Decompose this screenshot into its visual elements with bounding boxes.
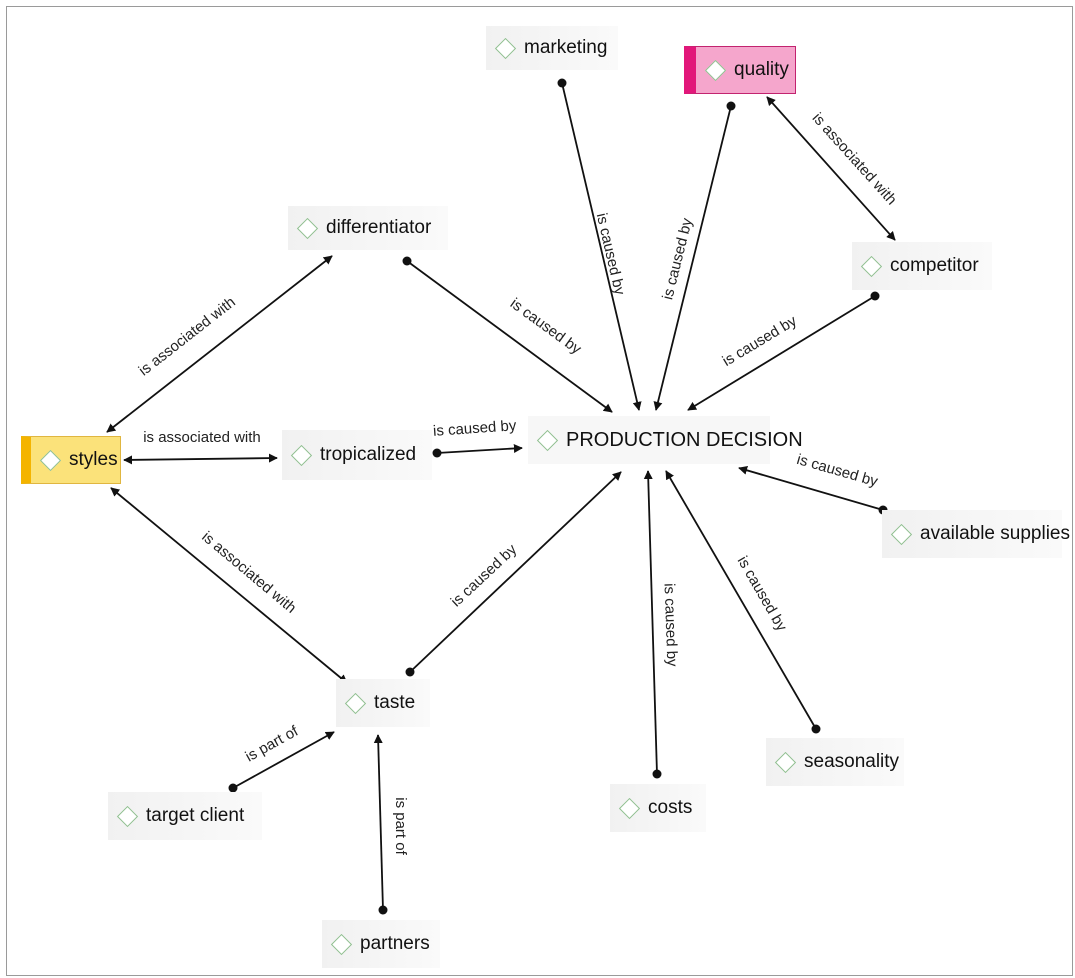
node-label: tropicalized (320, 444, 417, 465)
node-marketing[interactable]: marketing (486, 26, 618, 70)
concept-icon (774, 751, 797, 773)
node-differentiator[interactable]: differentiator (288, 206, 448, 250)
edge-label: is caused by (661, 583, 681, 667)
node-label: taste (374, 692, 416, 713)
node-partners[interactable]: partners (322, 920, 440, 968)
edge-label: is caused by (659, 216, 696, 302)
concept-icon (296, 217, 319, 239)
node-seasonality[interactable]: seasonality (766, 738, 904, 786)
edge-seasonality-production[interactable]: is caused by (665, 470, 821, 734)
node-label: costs (648, 797, 693, 818)
concept-icon (39, 449, 62, 471)
node-label: marketing (524, 37, 608, 58)
edge-label: is caused by (593, 211, 628, 297)
concept-icon (536, 429, 559, 451)
node-production-decision[interactable]: PRODUCTION DECISION (528, 416, 803, 464)
node-label: styles (69, 449, 118, 470)
concept-icon (494, 37, 517, 59)
edge-label: is caused by (734, 553, 791, 634)
node-label: PRODUCTION DECISION (566, 428, 803, 451)
edge-competitor-production[interactable]: is caused by (687, 291, 880, 411)
edge-label: is caused by (507, 295, 585, 358)
concept-icon (860, 255, 883, 277)
edge-label: is caused by (432, 417, 517, 440)
node-label: differentiator (326, 217, 432, 238)
edge-label: is part of (243, 722, 302, 765)
edge-tropicalized-production[interactable]: is caused by (432, 417, 523, 458)
concept-icon (116, 805, 139, 827)
node-competitor[interactable]: competitor (852, 242, 992, 290)
node-styles[interactable]: styles (21, 436, 121, 484)
edge-taste-production[interactable]: is caused by (405, 471, 622, 677)
concept-icon (890, 523, 913, 545)
node-label: quality (734, 59, 789, 80)
edge-marketing-production[interactable]: is caused by (557, 78, 642, 411)
node-taste[interactable]: taste (336, 679, 430, 727)
edge-target-client-taste[interactable]: is part of (228, 722, 335, 793)
node-label: seasonality (804, 751, 900, 772)
edge-costs-production[interactable]: is caused by (643, 470, 681, 779)
edge-differentiator-production[interactable]: is caused by (402, 256, 613, 413)
node-costs[interactable]: costs (610, 784, 706, 832)
edge-label: is part of (392, 797, 409, 855)
node-available-supplies[interactable]: available supplies (882, 510, 1070, 558)
edge-label: is caused by (448, 541, 521, 611)
edge-quality-competitor[interactable]: is associated with (766, 96, 900, 241)
edge-label: is associated with (136, 294, 239, 380)
node-label: partners (360, 933, 430, 954)
edge-label: is caused by (795, 451, 880, 490)
edge-label: is associated with (143, 429, 261, 446)
node-target-client[interactable]: target client (108, 792, 262, 840)
concept-icon (704, 59, 727, 81)
concept-icon (618, 797, 641, 819)
edge-styles-differentiator[interactable]: is associated with (106, 255, 333, 433)
node-label: available supplies (920, 523, 1070, 544)
edge-partners-taste[interactable]: is part of (373, 734, 409, 915)
node-quality[interactable]: quality (684, 46, 796, 94)
node-label: competitor (890, 255, 979, 276)
node-label: target client (146, 805, 245, 826)
edge-styles-taste[interactable]: is associated with (110, 487, 348, 684)
node-tropicalized[interactable]: tropicalized (282, 430, 432, 480)
concept-icon (330, 933, 353, 955)
concept-icon (344, 692, 367, 714)
edge-styles-tropicalized[interactable]: is associated with (123, 429, 278, 465)
edge-label: is caused by (720, 312, 801, 370)
concept-icon (290, 444, 313, 466)
diagram-frame (6, 6, 1073, 976)
